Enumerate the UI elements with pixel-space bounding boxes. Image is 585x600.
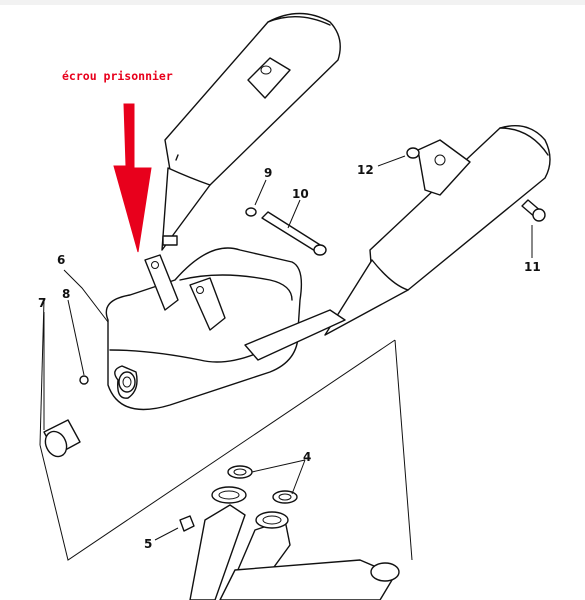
callout-7: 7 xyxy=(38,296,46,310)
left-muffler xyxy=(161,12,341,251)
callout-11: 11 xyxy=(524,260,541,274)
callout-6: 6 xyxy=(57,253,65,267)
top-edge-strip xyxy=(0,0,585,5)
callout-5: 5 xyxy=(144,537,152,551)
callout-4: 4 xyxy=(303,450,311,464)
header-pipes xyxy=(189,486,400,600)
leader-lines xyxy=(43,155,533,541)
collector-box xyxy=(105,247,346,411)
annotation-arrow xyxy=(113,103,152,253)
annotation-label: écrou prisonnier xyxy=(62,69,173,83)
callout-9: 9 xyxy=(264,166,272,180)
small-parts xyxy=(43,147,546,532)
right-muffler xyxy=(324,125,551,336)
callout-8: 8 xyxy=(62,287,70,301)
callout-10: 10 xyxy=(292,187,309,201)
section-frame-lines xyxy=(39,299,413,561)
callout-12: 12 xyxy=(357,163,374,177)
gaskets xyxy=(227,465,298,504)
callout-numbers: 4 5 6 7 8 9 10 11 12 xyxy=(38,163,541,551)
